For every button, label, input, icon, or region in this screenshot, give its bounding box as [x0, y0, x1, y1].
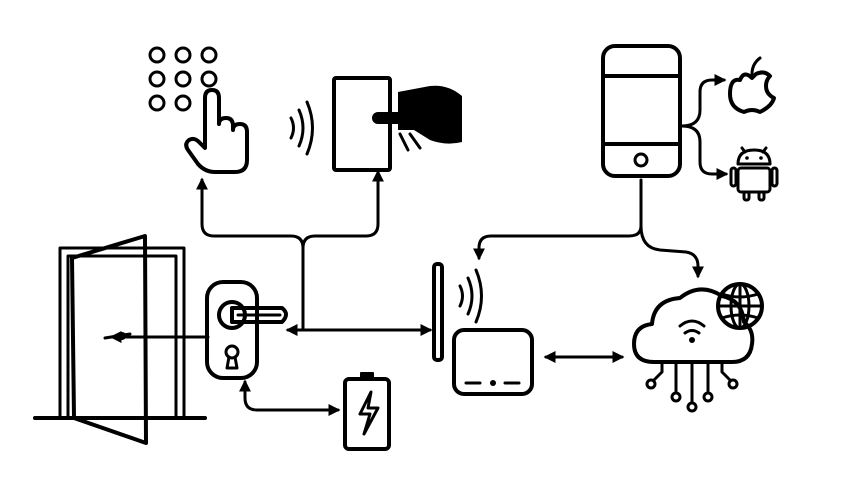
open-door-icon [33, 234, 207, 445]
lock-battery-link [239, 379, 341, 416]
wireless-router-icon [432, 262, 534, 396]
phone-to-gateway-arrow [473, 178, 643, 261]
lock-to-rfid-arrow [301, 169, 384, 250]
keypad-touch-icon [148, 46, 249, 174]
phone-to-android-arrow [680, 124, 729, 180]
android-logo-icon [729, 146, 779, 202]
battery-charging-icon [343, 372, 391, 451]
cloud-network-globe-icon [632, 282, 764, 413]
phone-to-ios-arrow [680, 74, 727, 128]
card-reader-hand-icon [289, 76, 462, 172]
smartphone-icon [601, 44, 682, 178]
connector-lines [109, 74, 729, 416]
apple-logo-icon [728, 56, 776, 114]
phone-to-cloud-arrow [639, 224, 704, 279]
door-lock-handle-icon [205, 280, 288, 380]
